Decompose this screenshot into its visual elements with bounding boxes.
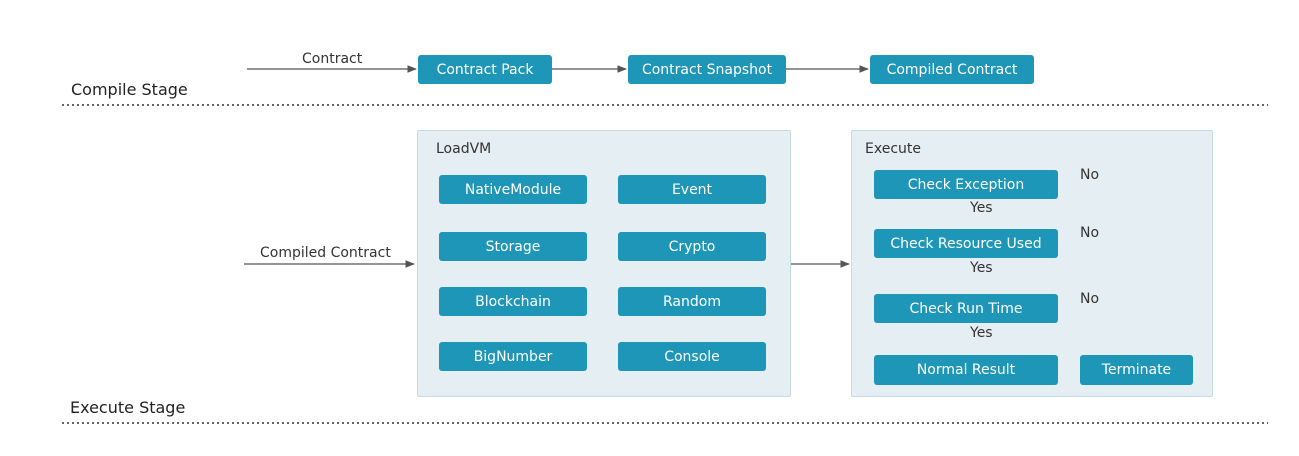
module-console: Console bbox=[618, 342, 766, 371]
no-label-3: No bbox=[1080, 291, 1100, 307]
no-label-2: No bbox=[1080, 225, 1100, 241]
module-crypto: Crypto bbox=[618, 232, 766, 261]
module-bignumber: BigNumber bbox=[439, 342, 587, 371]
module-random: Random bbox=[618, 287, 766, 316]
yes-label-3: Yes bbox=[970, 325, 993, 341]
check-resource-used-box: Check Resource Used bbox=[874, 229, 1058, 258]
execute-stage-label: Execute Stage bbox=[70, 398, 186, 417]
module-storage: Storage bbox=[439, 232, 587, 261]
terminate-box: Terminate bbox=[1080, 355, 1193, 385]
contract-pack-box: Contract Pack bbox=[418, 55, 552, 84]
yes-label-2: Yes bbox=[970, 260, 993, 276]
check-run-time-box: Check Run Time bbox=[874, 294, 1058, 323]
compile-stage-label: Compile Stage bbox=[71, 80, 188, 99]
module-event: Event bbox=[618, 175, 766, 204]
loadvm-title: LoadVM bbox=[436, 141, 492, 157]
compiled-contract-input-label: Compiled Contract bbox=[260, 245, 391, 261]
module-blockchain: Blockchain bbox=[439, 287, 587, 316]
normal-result-box: Normal Result bbox=[874, 355, 1058, 385]
no-label-1: No bbox=[1080, 167, 1100, 183]
module-nativemodule: NativeModule bbox=[439, 175, 587, 204]
check-exception-box: Check Exception bbox=[874, 170, 1058, 199]
yes-label-1: Yes bbox=[970, 200, 993, 216]
contract-snapshot-box: Contract Snapshot bbox=[628, 55, 786, 84]
execute-title: Execute bbox=[865, 141, 921, 157]
contract-input-label: Contract bbox=[302, 51, 363, 67]
compiled-contract-box: Compiled Contract bbox=[870, 55, 1034, 84]
